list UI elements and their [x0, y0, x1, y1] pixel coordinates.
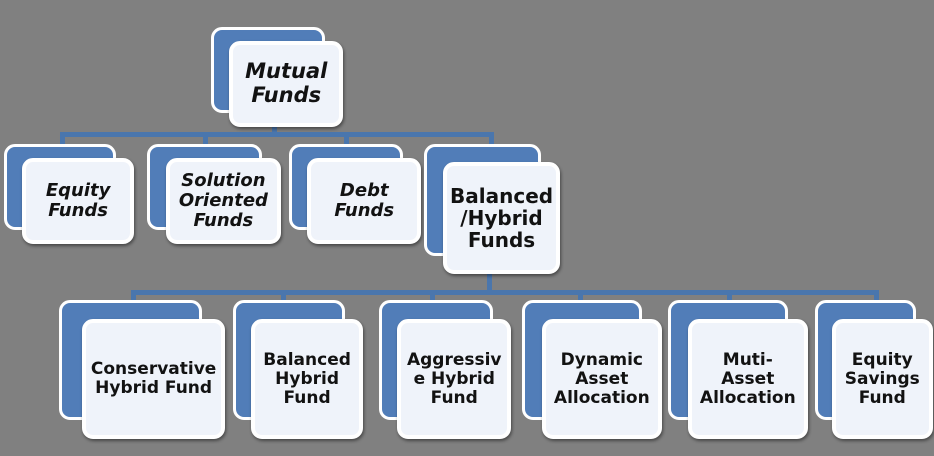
- connector-balanced-stem: [487, 272, 492, 293]
- node-label: Equity Savings Fund: [844, 349, 920, 408]
- node-equity-funds[interactable]: Equity Funds: [4, 144, 134, 244]
- node-mutual-funds[interactable]: Mutual Funds: [211, 27, 343, 127]
- node-muti-asset-allocation[interactable]: Muti- Asset Allocation: [668, 300, 808, 439]
- node-label: Equity Funds: [45, 179, 111, 221]
- connector-drop-equity-savings: [874, 290, 879, 302]
- node-face: Balanced Hybrid Fund: [251, 319, 363, 439]
- node-face: Balanced /Hybrid Funds: [443, 162, 560, 274]
- connector-drop-balanced-hybrid: [281, 290, 286, 302]
- node-face: Dynamic Asset Allocation: [541, 319, 662, 439]
- node-balanced-hybrid-fund[interactable]: Balanced Hybrid Fund: [233, 300, 363, 439]
- node-face: Solution Oriented Funds: [165, 158, 281, 244]
- node-label: Balanced /Hybrid Funds: [450, 183, 554, 253]
- connector-drop-equity: [60, 132, 65, 146]
- node-label: Debt Funds: [334, 179, 395, 221]
- node-debt-funds[interactable]: Debt Funds: [289, 144, 421, 244]
- node-face: Conservative Hybrid Fund: [82, 319, 225, 439]
- connector-level3-bus: [131, 290, 878, 295]
- connector-drop-debt: [344, 132, 349, 146]
- node-equity-savings-fund[interactable]: Equity Savings Fund: [815, 300, 933, 439]
- node-label: Dynamic Asset Allocation: [553, 349, 650, 408]
- node-label: Conservative Hybrid Fund: [90, 359, 217, 399]
- node-face: Debt Funds: [307, 158, 421, 244]
- connector-drop-multi-asset: [727, 290, 732, 302]
- node-label: Mutual Funds: [245, 59, 328, 107]
- node-label: Balanced Hybrid Fund: [263, 349, 351, 408]
- node-aggressive-hybrid-fund[interactable]: Aggressiv e Hybrid Fund: [379, 300, 511, 439]
- connector-root-stem: [272, 122, 277, 136]
- node-face: Mutual Funds: [229, 41, 343, 127]
- connector-drop-solution: [203, 132, 208, 146]
- node-face: Muti- Asset Allocation: [687, 319, 808, 439]
- node-label: Muti- Asset Allocation: [699, 349, 796, 408]
- node-solution-oriented-funds[interactable]: Solution Oriented Funds: [147, 144, 281, 244]
- connector-drop-dynamic: [578, 290, 583, 302]
- connector-drop-aggressive: [430, 290, 435, 302]
- connector-drop-conservative: [131, 290, 136, 302]
- connector-drop-balanced: [489, 132, 494, 148]
- node-conservative-hybrid-fund[interactable]: Conservative Hybrid Fund: [59, 300, 225, 439]
- node-face: Equity Savings Fund: [831, 319, 933, 439]
- node-balanced-hybrid-funds[interactable]: Balanced /Hybrid Funds: [424, 144, 560, 274]
- node-face: Equity Funds: [22, 158, 134, 244]
- node-face: Aggressiv e Hybrid Fund: [397, 319, 511, 439]
- node-label: Aggressiv e Hybrid Fund: [406, 349, 502, 408]
- node-dynamic-asset-allocation[interactable]: Dynamic Asset Allocation: [522, 300, 662, 439]
- connector-level2-bus: [60, 132, 494, 137]
- node-label: Solution Oriented Funds: [178, 169, 268, 232]
